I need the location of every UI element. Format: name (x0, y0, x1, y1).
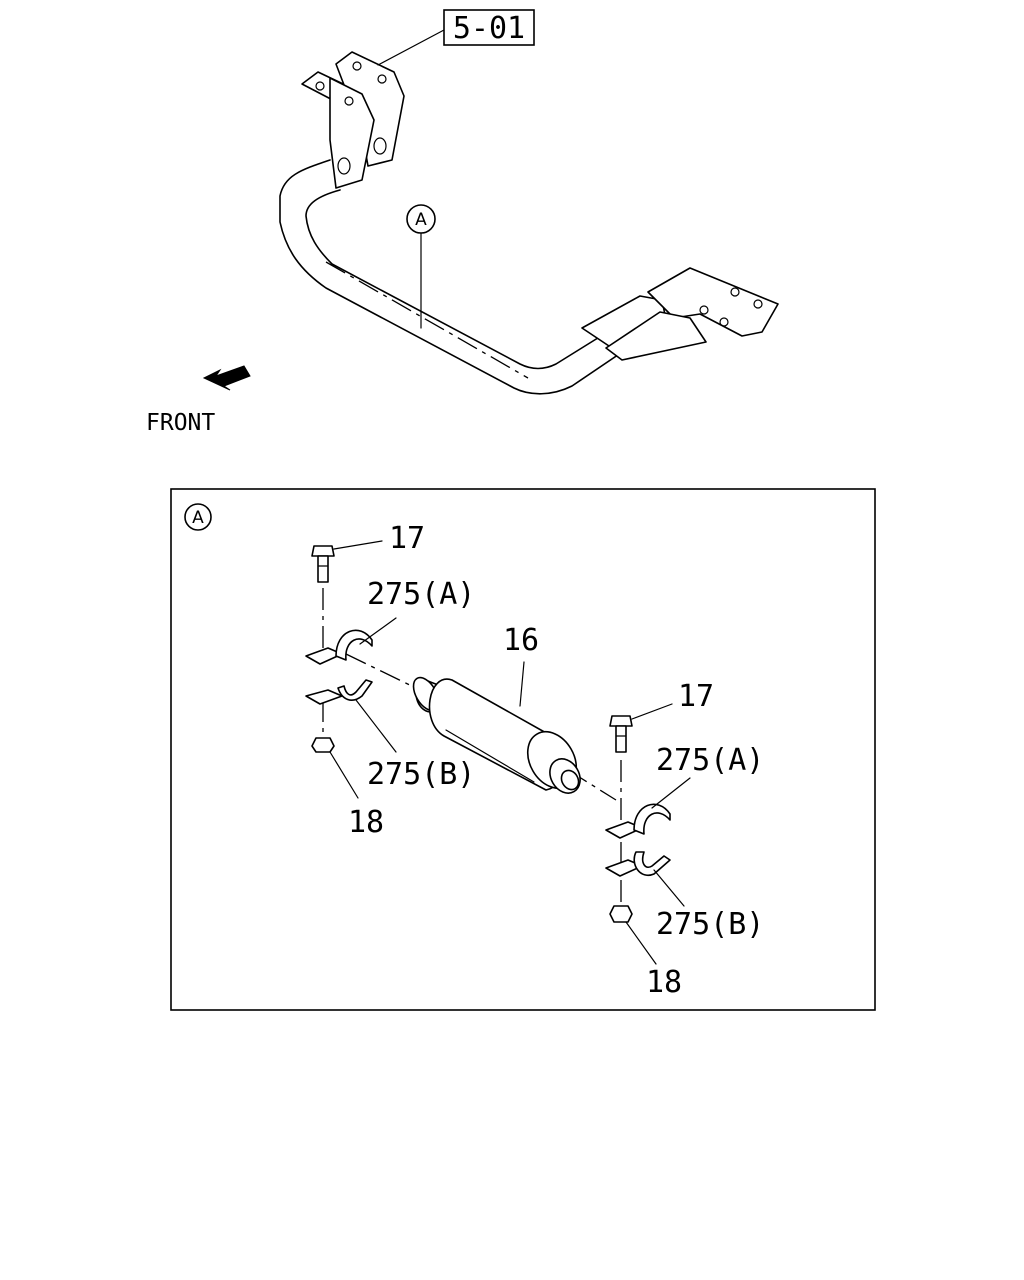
reference-box-label: 5-01 (453, 11, 525, 46)
detail-reference-letter: A (415, 210, 427, 230)
front-direction-indicator: FRONT (146, 365, 251, 436)
front-label: FRONT (146, 410, 215, 436)
callout-bracket-a-left: 275(A) (367, 577, 475, 612)
callout-bolt-left: 17 (389, 521, 425, 556)
callout-bracket-b-left: 275(B) (367, 757, 475, 792)
detail-reference-marker: A (406, 204, 436, 234)
callout-bushing: 16 (503, 623, 539, 658)
bolt-left (311, 540, 383, 583)
left-mounting-bracket (301, 51, 405, 189)
detail-a-letter: A (192, 508, 204, 528)
bracket-b-right (605, 851, 685, 907)
right-mounting-bracket (581, 267, 779, 361)
callout-nut-right: 18 (646, 965, 682, 1000)
callout-nut-left: 18 (348, 805, 384, 840)
detail-a-panel: A 17 275(A) 275(B) (170, 488, 876, 1011)
callout-bolt-right: 17 (678, 679, 714, 714)
reference-box: 5-01 (443, 9, 535, 46)
bracket-a-right (605, 777, 691, 839)
bracket-a-left (305, 617, 397, 665)
bushing (412, 661, 581, 794)
stabilizer-bar (279, 159, 641, 395)
nut-left (311, 737, 359, 799)
callout-bracket-a-right: 275(A) (656, 743, 764, 778)
bolt-right (609, 703, 673, 753)
callout-bracket-b-right: 275(B) (656, 907, 764, 942)
nut-right (609, 905, 657, 965)
stabilizer-bar-assembly (279, 29, 779, 395)
bracket-b-left (305, 679, 397, 753)
front-arrow-icon (202, 365, 251, 391)
